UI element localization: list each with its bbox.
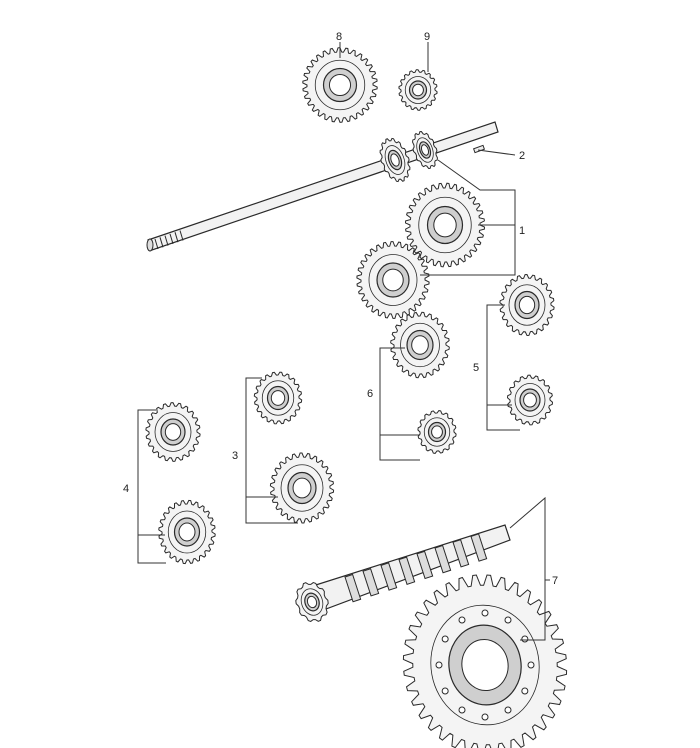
shaft-spline-band xyxy=(434,544,452,574)
callout-8: 8 xyxy=(336,31,342,43)
shaft-spline xyxy=(174,232,179,243)
gear-part-8 xyxy=(302,47,378,123)
shaft-integral-gear xyxy=(379,137,411,183)
callout-5: 5 xyxy=(473,362,479,374)
ring-gear-bolt-hole xyxy=(504,616,512,624)
shaft-spline xyxy=(169,233,174,245)
gear-part-3-lower xyxy=(269,452,335,524)
ring-gear-bolt-hole xyxy=(527,661,535,669)
ring-gear-bolt-hole xyxy=(435,661,443,669)
callout-1: 1 xyxy=(519,225,525,237)
shaft-spline-band xyxy=(362,568,380,597)
shaft-spline-band xyxy=(470,533,488,562)
gear-part-3-upper xyxy=(253,371,303,425)
shaft-spline xyxy=(179,230,184,241)
parts-layer xyxy=(145,47,568,748)
shaft-spline-band xyxy=(380,562,398,591)
ring-gear-bolt-hole xyxy=(441,687,449,695)
shaft-integral-gear-small xyxy=(412,131,438,169)
callout-labels: 8 9 2 1 5 6 3 4 7 xyxy=(123,31,558,587)
pinion-gear xyxy=(295,582,329,622)
callout-6: 6 xyxy=(367,388,373,400)
gear-part-4-lower xyxy=(158,499,216,565)
pin-part-2 xyxy=(472,144,486,154)
ring-gear-part-7 xyxy=(402,574,568,748)
callout-4: 4 xyxy=(123,483,129,495)
gear-part-5-lower xyxy=(506,374,554,426)
main-shaft-spline-end xyxy=(146,238,154,252)
gear-part-6-upper xyxy=(390,311,450,379)
gear-part-9 xyxy=(398,69,438,111)
shaft-spline xyxy=(154,238,159,250)
ring-gear-bolt-hole xyxy=(441,635,449,643)
ring-gear-bolt-hole xyxy=(521,635,529,643)
ring-gear-bolt-hole xyxy=(481,609,489,617)
gear-part-4-upper xyxy=(145,402,201,462)
callout-7: 7 xyxy=(552,575,558,587)
ring-gear-bolt-hole xyxy=(504,706,512,714)
shaft-spline xyxy=(164,235,169,246)
gear-part-1-lower xyxy=(356,241,430,319)
gear-part-5-upper xyxy=(499,273,555,337)
leader-lines xyxy=(137,42,550,641)
shaft-spline-band xyxy=(452,539,470,568)
ring-gear-bolt-hole xyxy=(521,687,529,695)
callout-3: 3 xyxy=(232,450,238,462)
callout-2: 2 xyxy=(519,150,525,162)
callout-9: 9 xyxy=(424,31,430,43)
shaft-spline xyxy=(159,237,164,248)
gear-part-6-lower xyxy=(417,410,457,454)
gear-part-1-upper xyxy=(404,182,486,268)
ring-gear-bolt-hole xyxy=(481,713,489,721)
shaft-spline-band xyxy=(344,573,362,603)
ring-gear-bolt-hole xyxy=(458,616,466,624)
shaft-spline-band xyxy=(416,550,434,580)
ring-gear-bolt-hole xyxy=(458,706,466,714)
shaft-spline-band xyxy=(398,556,416,585)
